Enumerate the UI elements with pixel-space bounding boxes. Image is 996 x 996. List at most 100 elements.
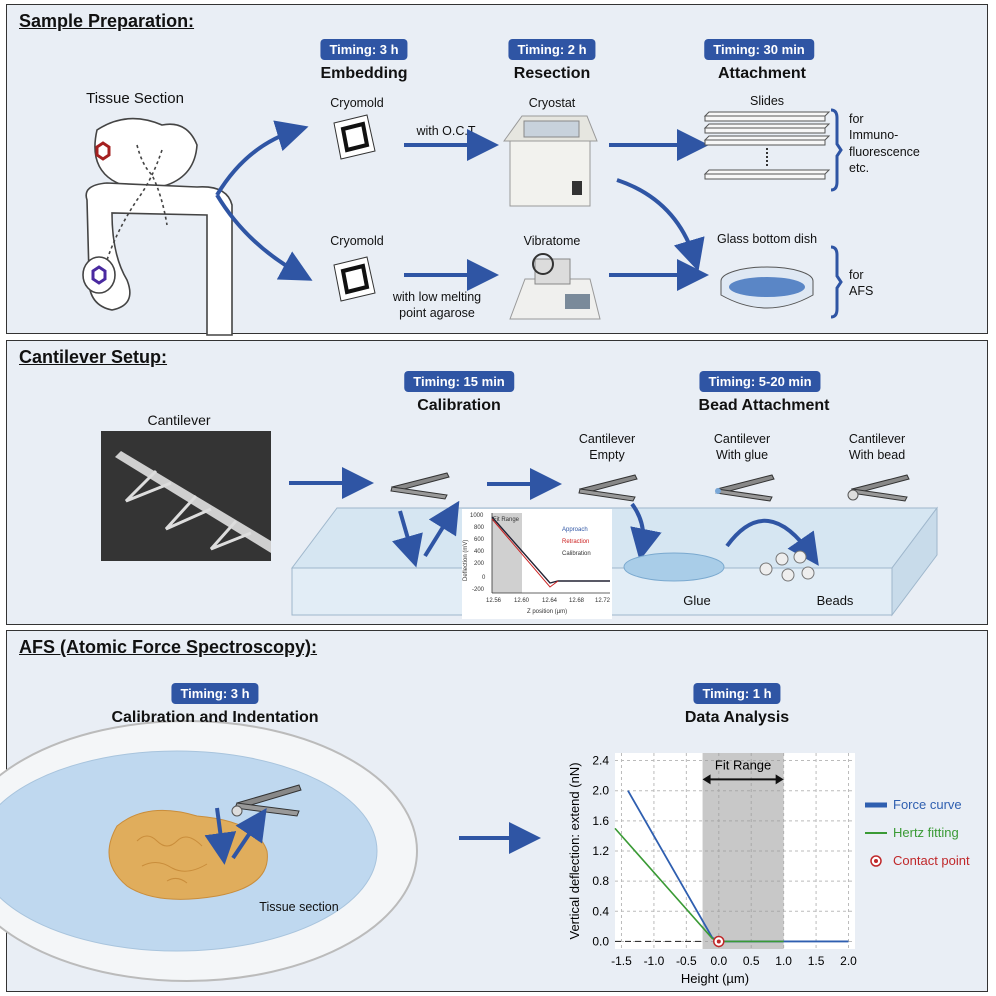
glass-bottom-dish-illustration — [720, 266, 814, 309]
cantilever-arrow — [289, 467, 374, 499]
cantilever-glue-label: Cantilever With glue — [714, 431, 770, 464]
x-tick-label: -1.5 — [611, 954, 632, 968]
tissue-section-afs-label: Tissue section — [259, 900, 339, 914]
glass-dish-label: Glass bottom dish — [716, 232, 818, 246]
inset-xlabel: Z position (µm) — [527, 609, 567, 615]
for-if-line3: fluorescence — [849, 144, 920, 159]
inset-xtick: 12.56 — [486, 598, 502, 604]
contact-point-dot — [716, 939, 721, 944]
calibration-indentation-title: Calibration and Indentation — [111, 709, 319, 726]
y-tick-label: 0.8 — [592, 874, 609, 888]
inset-fit-range: Fit Range — [493, 517, 520, 523]
x-tick-label: 2.0 — [840, 954, 857, 968]
fit-range-arrowhead-left — [702, 774, 711, 785]
for-afs-line1: for — [849, 268, 864, 282]
inset-ytick: 800 — [474, 525, 485, 531]
branch-arrows — [215, 120, 313, 281]
vibratome-machine-illustration — [509, 253, 601, 320]
cantilever-setup-panel: Cantilever Setup: Cantilever Timing: 15 … — [6, 340, 988, 625]
y-axis-label: Vertical deflection: extend (nN) — [567, 762, 582, 939]
chart-series — [614, 790, 849, 948]
embedding-arrows — [404, 129, 499, 291]
for-if-label: for Immuno- fluorescence etc. — [849, 111, 920, 176]
empty-line2: Empty — [589, 448, 625, 463]
timing-badge-data-analysis: Timing: 1 h — [693, 683, 781, 704]
for-if-line4: etc. — [849, 160, 870, 175]
attachment-title: Attachment — [717, 65, 807, 82]
for-if-line2: Immuno- — [849, 128, 899, 143]
glue-to-bead-arc — [725, 519, 819, 566]
cryomold-bottom-label: Cryomold — [330, 234, 384, 248]
inset-ylabel: Deflection (mV) — [463, 540, 469, 581]
y-tick-label: 1.2 — [592, 844, 609, 858]
panel-title: AFS (Atomic Force Spectroscopy): — [19, 637, 318, 657]
x-tick-label: 1.0 — [775, 954, 792, 968]
for-afs-label: for AFS — [849, 267, 873, 300]
cryomold-top-icon — [333, 114, 376, 160]
legend-label-0: Force curve — [893, 797, 962, 812]
x-tick-label: 1.5 — [808, 954, 825, 968]
empty-cantilever-icon — [578, 474, 638, 502]
x-tick-label: -1.0 — [644, 954, 665, 968]
panel-title: Cantilever Setup: — [19, 347, 168, 367]
timing-badge-bead-attachment: Timing: 5-20 min — [699, 371, 821, 392]
timing-badge-calibration: Timing: 15 min — [404, 371, 514, 392]
bead-line2: With bead — [848, 448, 906, 463]
for-afs-line2: AFS — [849, 284, 874, 299]
afs-bracket — [830, 245, 843, 319]
y-tick-label: 0.0 — [592, 934, 609, 948]
calibration-title: Calibration — [417, 397, 501, 414]
inset-ytick: 600 — [474, 537, 485, 543]
with-oct-label: with O.C.T. — [416, 124, 478, 138]
x-tick-label: 0.5 — [743, 954, 760, 968]
for-if-line1: for — [849, 112, 864, 126]
x-axis-label: Height (µm) — [681, 971, 749, 986]
bead-line1: Cantilever — [848, 432, 906, 446]
afs-dish-illustration — [0, 720, 418, 982]
timing-badge-resection: Timing: 2 h — [508, 39, 596, 60]
inset-legend-retraction: Retraction — [562, 539, 589, 545]
empty-line1: Cantilever — [578, 432, 636, 446]
timing-badge-attachment: Timing: 30 min — [704, 39, 814, 60]
cantilever-label: Cantilever — [147, 412, 211, 428]
cantilever-sem-image — [101, 431, 271, 561]
embedding-title: Embedding — [320, 65, 408, 82]
resection-arrows — [609, 129, 709, 291]
calibration-loop-arrows — [392, 500, 460, 568]
if-bracket — [830, 108, 843, 192]
x-tick-label: -0.5 — [676, 954, 697, 968]
agarose-label-line1: with low melting — [392, 290, 482, 304]
y-tick-label: 0.4 — [592, 904, 609, 918]
glue-line2: With glue — [715, 448, 769, 463]
calibration-inset-chart: Fit Range Approach Retraction Calibratio… — [462, 509, 612, 619]
inset-ytick: 0 — [482, 575, 486, 581]
cryostat-label: Cryostat — [528, 96, 576, 110]
sample-preparation-panel: Sample Preparation: Tissue Section Timin… — [6, 4, 988, 336]
timing-badge-embedding: Timing: 3 h — [320, 39, 408, 60]
beads-illustration — [759, 550, 815, 582]
afs-panel: AFS (Atomic Force Spectroscopy): Timing:… — [0, 630, 988, 992]
glue-label: Glue — [683, 593, 711, 608]
fit-range-arrowhead-right — [775, 774, 784, 785]
resection-title: Resection — [513, 65, 591, 82]
agarose-label-line2: point agarose — [399, 306, 475, 320]
glue-line1: Cantilever — [713, 432, 771, 446]
fit-range-label: Fit Range — [715, 757, 771, 772]
indentation-arrows — [204, 807, 267, 865]
dip-glue-arrow — [630, 502, 662, 561]
tissue-section-label: Tissue Section — [86, 90, 184, 107]
inset-xtick: 12.64 — [542, 598, 558, 604]
inset-ytick: 200 — [474, 561, 485, 567]
inset-legend-calibration: Calibration — [562, 551, 591, 557]
y-tick-label: 1.6 — [592, 814, 609, 828]
data-analysis-title: Data Analysis — [684, 709, 790, 726]
panel-title: Sample Preparation: — [19, 11, 195, 31]
legend-label-1: Hertz fitting — [893, 825, 959, 840]
inset-ytick: 400 — [474, 549, 485, 555]
bead-cantilever-icon — [847, 474, 910, 502]
beads-label: Beads — [816, 593, 854, 608]
cryostat-machine-illustration — [503, 115, 598, 207]
timing-badge-calibration-indentation: Timing: 3 h — [171, 683, 259, 704]
